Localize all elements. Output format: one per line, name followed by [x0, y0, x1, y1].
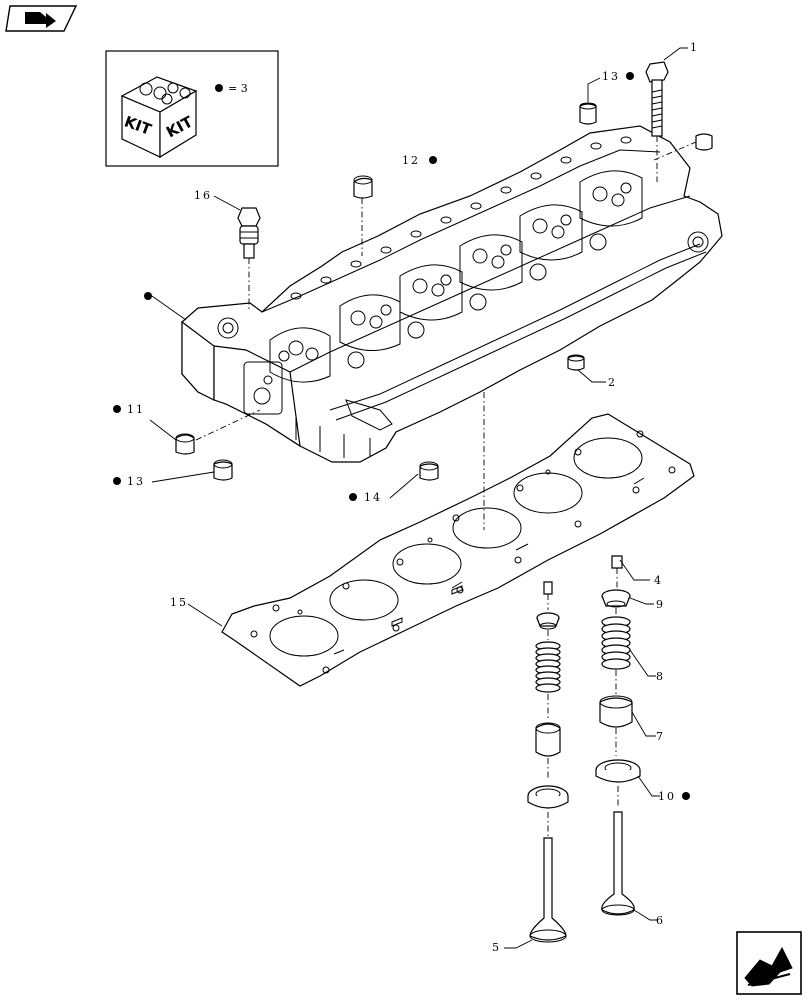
sensor-16	[237, 207, 261, 312]
kit-legend: KIT KIT = 3	[105, 50, 279, 167]
kit-equals-text: = 3	[228, 82, 248, 95]
kit-dot-12	[429, 156, 437, 164]
next-page-arrow-icon[interactable]	[736, 931, 802, 995]
plug-12	[353, 175, 373, 256]
kit-dot-13-top	[626, 72, 634, 80]
kit-dot-11	[113, 405, 121, 413]
plug-11	[175, 409, 261, 455]
dowel-13-top	[579, 102, 597, 125]
small-plug-2	[567, 354, 585, 371]
callout-14: 14	[364, 491, 382, 504]
callout-16: 16	[194, 189, 212, 202]
callout-12: 12	[402, 154, 420, 167]
callout-2: 2	[608, 376, 617, 389]
kit-box-icon: KIT KIT	[120, 76, 198, 159]
kit-dot-10	[682, 792, 690, 800]
kit-dot-marker	[215, 84, 223, 92]
kit-dot-14	[349, 493, 357, 501]
plug-rear	[653, 133, 713, 161]
cylinder-head	[181, 125, 723, 463]
callout-11: 11	[127, 403, 145, 416]
callout-6: 6	[656, 914, 665, 927]
callout-15: 15	[170, 596, 188, 609]
callout-5: 5	[492, 941, 501, 954]
callout-4: 4	[654, 574, 663, 587]
plug-13-bottom	[213, 459, 233, 481]
plug-14	[419, 461, 439, 481]
callout-13-bottom: 13	[127, 475, 145, 488]
kit-dot-13-bottom	[113, 477, 121, 485]
callout-13-top: 13	[602, 70, 620, 83]
callout-10: 10	[658, 790, 676, 803]
valve-assembly-left	[527, 581, 569, 943]
kit-dot-head	[144, 292, 152, 300]
callout-7: 7	[656, 730, 665, 743]
leader-lines	[149, 47, 688, 949]
head-gasket	[221, 413, 695, 687]
callout-9: 9	[656, 598, 665, 611]
book-arrow-icon[interactable]	[5, 5, 78, 32]
callouts: 1 2 4 5 6 7 8 9 10 11 12 13 13 14 15 16	[127, 41, 699, 954]
callout-1: 1	[690, 41, 699, 54]
head-bolt	[645, 61, 669, 182]
valve-assembly-right	[595, 555, 641, 916]
kit-markers	[113, 72, 690, 800]
callout-8: 8	[656, 670, 665, 683]
